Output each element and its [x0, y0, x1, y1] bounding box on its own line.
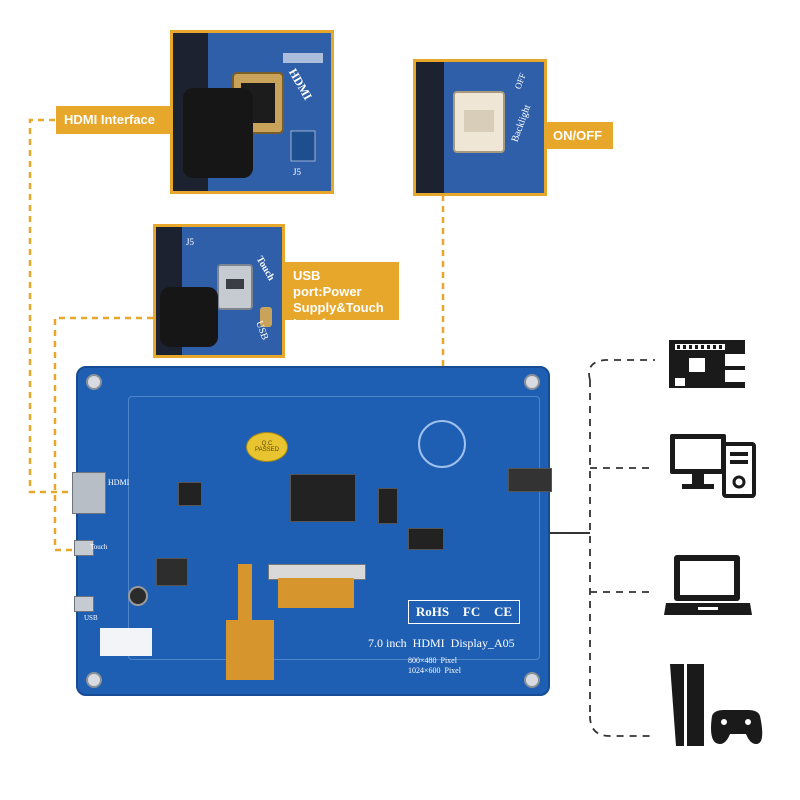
board-touch-label: Touch	[90, 543, 108, 551]
power-usb-port	[74, 596, 94, 612]
ic-chip	[156, 558, 188, 586]
backlight-switch-graphic	[416, 62, 544, 193]
raspberry-pi-icon	[667, 338, 747, 390]
usb-port-graphic	[156, 227, 282, 355]
touch-flex-cable	[238, 564, 252, 624]
usb-port-label: USB port:Power Supply&Touch Interface	[293, 268, 384, 331]
fc-mark: FC	[462, 604, 481, 619]
ic-chip	[378, 488, 398, 524]
certification-marks: RoHS FC CE	[408, 600, 520, 624]
mount-hole	[524, 374, 540, 390]
ic-chip	[408, 528, 444, 550]
board-usb-label: USB	[84, 614, 98, 622]
onoff-label: ON/OFF	[553, 128, 603, 143]
hdmi-closeup-photo: HDMI J5	[170, 30, 334, 194]
resolution-2: 1024×600 Pixel	[408, 666, 461, 675]
hdmi-connector	[72, 472, 106, 514]
touch-flex-pad	[226, 620, 274, 680]
capacitor	[128, 586, 148, 606]
desktop-pc-icon	[668, 430, 760, 500]
j5-silk-label: J5	[293, 167, 302, 177]
white-label-sticker	[100, 628, 152, 656]
lcd-flex-cable	[278, 578, 354, 608]
main-controller-chip	[290, 474, 356, 522]
touch-usb-port	[74, 540, 94, 556]
hdmi-interface-callout: HDMI Interface	[56, 106, 173, 134]
game-console-icon	[668, 660, 764, 748]
onoff-closeup-photo: Backlight OFF	[413, 59, 547, 196]
switch-block	[508, 468, 552, 492]
board-hdmi-label: HDMI	[108, 478, 130, 487]
usb-closeup-photo: J5 Touch USB	[153, 224, 285, 358]
resolution-1: 800×480 Pixel	[408, 656, 457, 665]
j5-silk-label-usb: J5	[186, 237, 195, 247]
usb-port-callout: USB port:Power Supply&Touch Interface	[285, 262, 399, 331]
qc-passed-text: Q.C PASSED	[255, 441, 279, 453]
board-title: 7.0 inch HDMI Display_A05	[368, 636, 515, 650]
onoff-callout: ON/OFF	[545, 122, 613, 149]
hdmi-port-graphic	[173, 33, 331, 191]
laptop-icon	[662, 553, 754, 619]
ic-chip	[178, 482, 202, 506]
mount-hole	[524, 672, 540, 688]
buzzer-ring	[418, 420, 466, 468]
qc-passed-sticker: Q.C PASSED	[246, 432, 288, 462]
hdmi-interface-label: HDMI Interface	[64, 112, 156, 127]
display-pcb-board: HDMI Touch USB Q.C PASSED RoHS FC CE 7.0…	[72, 366, 552, 696]
board-inner-outline	[128, 396, 540, 660]
rohs-mark: RoHS	[415, 604, 450, 619]
mount-hole	[86, 672, 102, 688]
mount-hole	[86, 374, 102, 390]
ce-mark: CE	[494, 604, 513, 619]
